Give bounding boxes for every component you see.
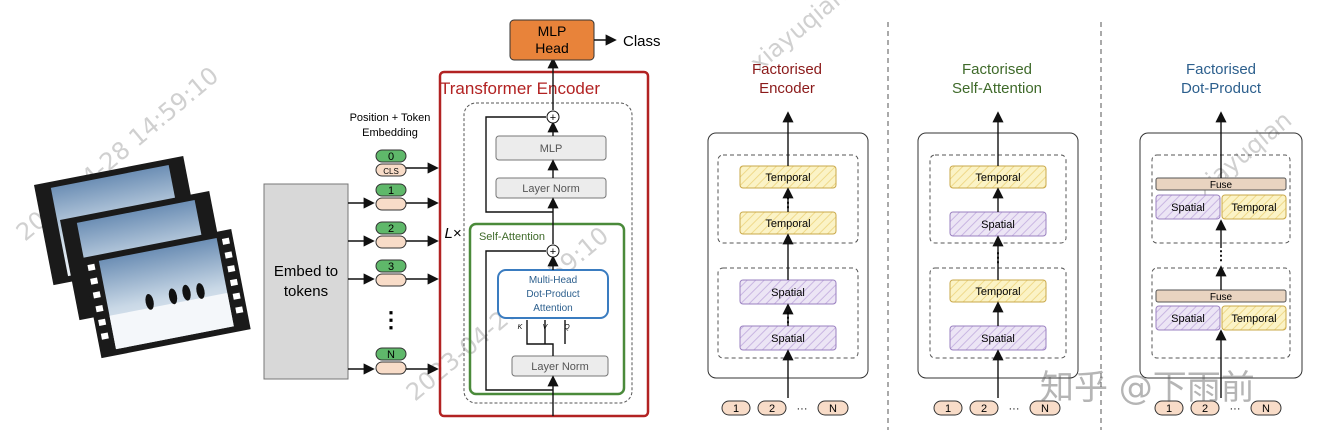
mlp-head-label-1: MLP bbox=[538, 23, 567, 39]
variant-1-title-2: Encoder bbox=[759, 80, 815, 97]
variant-3-spatial-bottom: Spatial bbox=[1171, 313, 1205, 325]
layer-norm-bottom-label: Layer Norm bbox=[531, 361, 588, 373]
v3-token-n: N bbox=[1262, 403, 1270, 415]
encoder-title: Transformer Encoder bbox=[440, 79, 600, 98]
token-0-index: 0 bbox=[388, 151, 394, 163]
variant-1-temporal-bottom: Temporal bbox=[765, 218, 810, 230]
key-label: K bbox=[518, 324, 523, 331]
variant-1-dots: ⋮ bbox=[782, 195, 795, 210]
mhdpa-label-2: Dot-Product bbox=[526, 289, 580, 300]
class-output-label: Class bbox=[623, 33, 661, 50]
variant-1-temporal-top: Temporal bbox=[765, 172, 810, 184]
variant-3-fuse-top: Fuse bbox=[1210, 180, 1233, 191]
variant-3-title-2: Dot-Product bbox=[1181, 80, 1262, 97]
v2-token-n: N bbox=[1041, 403, 1049, 415]
variant-3-dots: ⋮ bbox=[1215, 248, 1228, 263]
variant-2-dots: ⋮ bbox=[992, 250, 1005, 265]
variant-factorised-self-attention: Factorised Self-Attention Temporal Spati… bbox=[917, 61, 1079, 398]
v2-token-2: 2 bbox=[981, 403, 987, 415]
variant-3-fuse-bottom: Fuse bbox=[1210, 292, 1233, 303]
token-ellipsis: ⋮ bbox=[380, 307, 402, 332]
v1-token-1: 1 bbox=[733, 403, 739, 415]
v3-token-1: 1 bbox=[1166, 403, 1172, 415]
v3-token-2: 2 bbox=[1202, 403, 1208, 415]
layer-norm-top-label: Layer Norm bbox=[522, 183, 579, 195]
variant-2-spatial-top: Spatial bbox=[981, 219, 1015, 231]
variant-3-spatial-top: Spatial bbox=[1171, 202, 1205, 214]
variant-2-temporal-top: Temporal bbox=[975, 172, 1020, 184]
v1-token-n: N bbox=[829, 403, 837, 415]
token-1-index: 1 bbox=[388, 185, 394, 197]
zhihu-watermark: 知乎 @下雨前 bbox=[1040, 368, 1255, 408]
embed-block bbox=[263, 183, 349, 380]
encoder-layer-box bbox=[463, 102, 633, 404]
token-3-index: 3 bbox=[388, 261, 394, 273]
token-2-index: 2 bbox=[388, 223, 394, 235]
v3-token-ellipsis: ··· bbox=[1230, 403, 1241, 415]
transformer-encoder-box bbox=[438, 70, 650, 418]
pos-token-label-2: Embedding bbox=[362, 127, 418, 139]
variant-input-tokens: 1 2 ··· N 1 2 ··· N 1 2 ··· N bbox=[721, 400, 1282, 416]
embed-label-2: tokens bbox=[284, 283, 328, 300]
embed-label-1: Embed to bbox=[274, 263, 338, 280]
variant-1-spatial-top: Spatial bbox=[771, 287, 805, 299]
variant-3-temporal-top: Temporal bbox=[1231, 202, 1276, 214]
variant-2-spatial-bottom: Spatial bbox=[981, 333, 1015, 345]
variant-1-dots: ⋮ bbox=[782, 310, 795, 325]
residual-add-2-symbol: + bbox=[550, 112, 556, 124]
variant-1-title-1: Factorised bbox=[752, 61, 822, 78]
cls-token-label: CLS bbox=[383, 167, 399, 176]
variant-1-spatial-bottom: Spatial bbox=[771, 333, 805, 345]
variant-factorised-encoder: Factorised Encoder Temporal Temporal Spa… bbox=[707, 61, 869, 398]
penguin-frame bbox=[82, 228, 251, 359]
variant-2-temporal-bottom: Temporal bbox=[975, 286, 1020, 298]
query-label: Q bbox=[564, 324, 570, 331]
residual-add-1-symbol: + bbox=[550, 246, 556, 258]
mlp-label: MLP bbox=[540, 143, 563, 155]
v1-token-ellipsis: ··· bbox=[797, 403, 808, 415]
variant-2-title-2: Self-Attention bbox=[952, 80, 1042, 97]
self-attention-box bbox=[468, 222, 626, 396]
layer-norm-bottom bbox=[511, 355, 609, 377]
token-n-index: N bbox=[387, 349, 395, 361]
variant-3-temporal-bottom: Temporal bbox=[1231, 313, 1276, 325]
mhdpa-label-1: Multi-Head bbox=[529, 275, 577, 286]
token-column: 0 CLS 1 2 3 ⋮ N bbox=[375, 149, 407, 375]
residual-add-2 bbox=[546, 110, 560, 124]
mlp-head-label-2: Head bbox=[535, 40, 568, 56]
v1-token-2: 2 bbox=[769, 403, 775, 415]
residual-add-1 bbox=[546, 244, 560, 258]
variant-3-title-1: Factorised bbox=[1186, 61, 1256, 78]
layer-repeat-label: L× bbox=[444, 225, 461, 242]
v2-token-1: 1 bbox=[945, 403, 951, 415]
v2-token-ellipsis: ··· bbox=[1009, 403, 1020, 415]
mhdpa-label-3: Attention bbox=[533, 303, 572, 314]
pos-token-label-1: Position + Token bbox=[350, 112, 431, 124]
variant-factorised-dot-product: Factorised Dot-Product Fuse Spatial Temp… bbox=[1139, 61, 1303, 398]
video-frames bbox=[34, 155, 251, 359]
self-attention-label: Self-Attention bbox=[479, 231, 545, 243]
variant-2-title-1: Factorised bbox=[962, 61, 1032, 78]
